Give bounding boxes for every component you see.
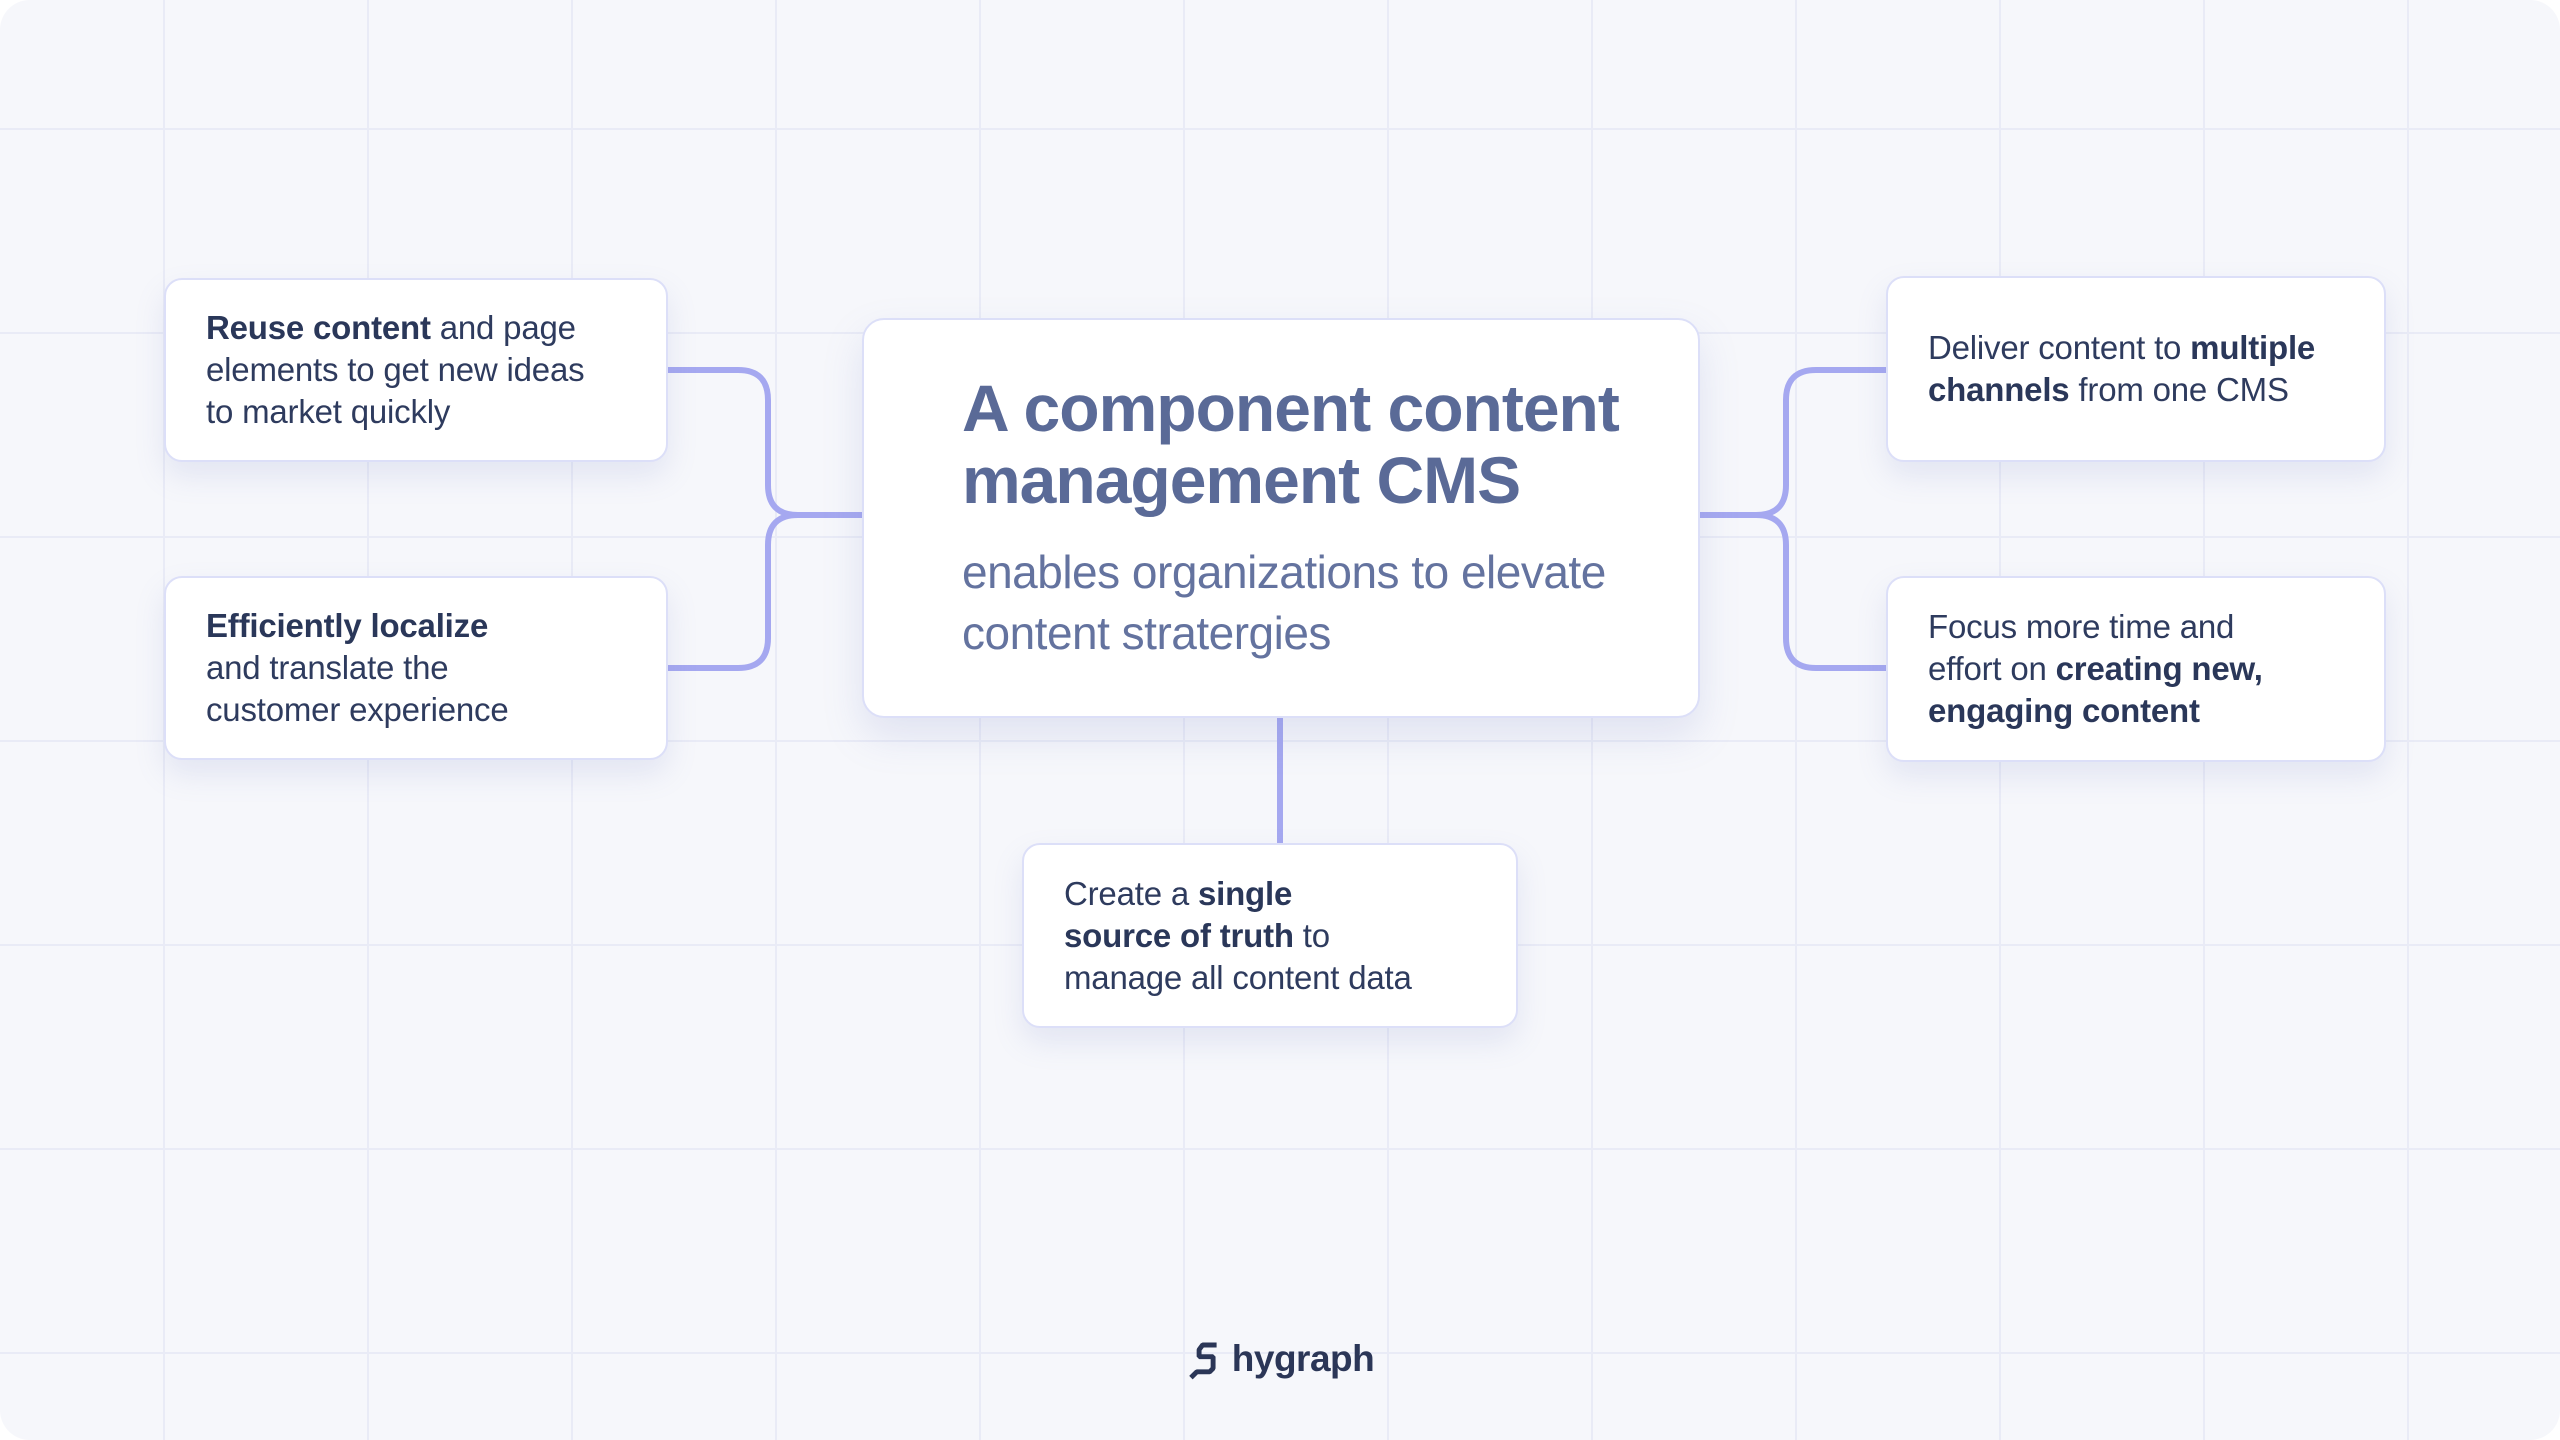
- card-reuse-content-text: Reuse content and page elements to get n…: [206, 309, 585, 430]
- connector-left-top: [668, 367, 862, 518]
- hygraph-logo-icon: [1189, 1342, 1217, 1380]
- connector-right-top: [1700, 367, 1886, 518]
- card-focus-effort-text: Focus more time and effort on creating n…: [1928, 608, 2263, 729]
- hygraph-wordmark: hygraph: [1231, 1338, 1375, 1379]
- card-single-source: Create a single source of truth to manag…: [1022, 843, 1518, 1028]
- card-center-cms: A component content management CMS enabl…: [862, 318, 1700, 718]
- card-efficiently-localize: Efficiently localize and translate the c…: [164, 576, 668, 760]
- card-focus-effort: Focus more time and effort on creating n…: [1886, 576, 2386, 762]
- card-deliver-content-text: Deliver content to multiple channels fro…: [1928, 329, 2316, 408]
- connector-right-bottom: [1700, 512, 1886, 671]
- card-single-source-text: Create a single source of truth to manag…: [1064, 874, 1412, 996]
- card-deliver-content: Deliver content to multiple channels fro…: [1886, 276, 2386, 462]
- connector-left-bottom: [668, 512, 862, 671]
- card-reuse-content: Reuse content and page elements to get n…: [164, 278, 668, 462]
- center-title: A component content management CMS: [962, 371, 1620, 517]
- center-subtitle: enables organizations to elevate content…: [962, 546, 1606, 659]
- card-efficiently-localize-text: Efficiently localize and translate the c…: [206, 607, 509, 728]
- hygraph-logo: hygraph: [1186, 1338, 1375, 1380]
